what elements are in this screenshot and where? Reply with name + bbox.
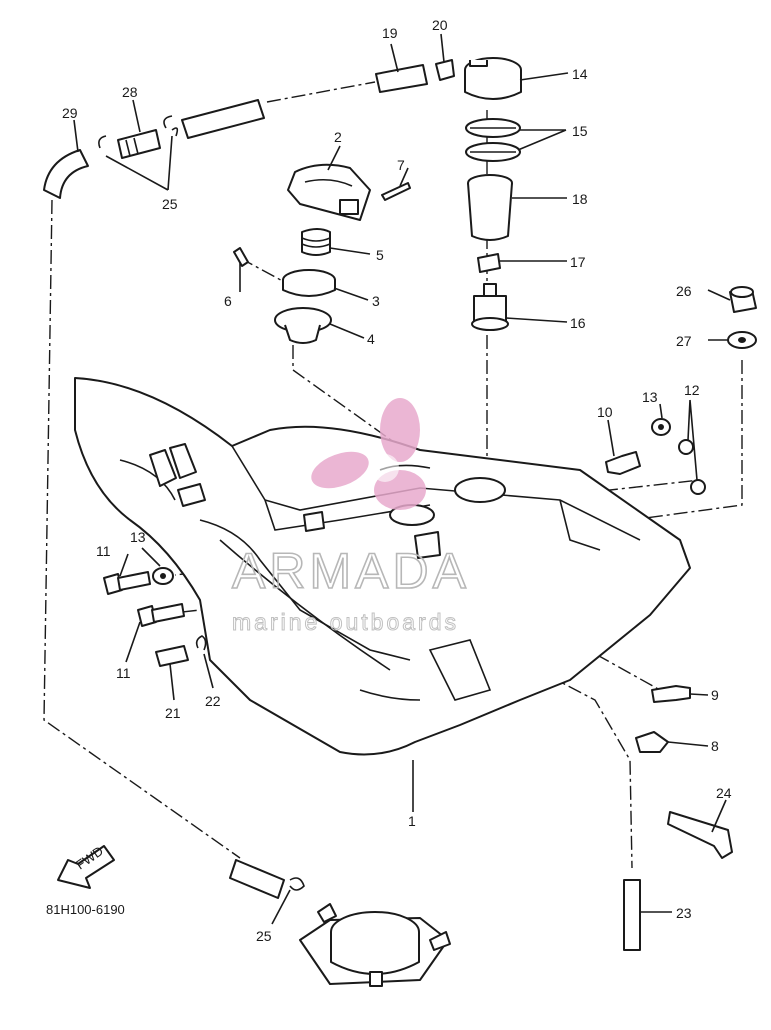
part-20-clamp xyxy=(435,59,455,81)
callout-13-right: 13 xyxy=(642,389,658,405)
callout-25-bottom: 25 xyxy=(256,928,272,944)
callout-19: 19 xyxy=(382,25,398,41)
part-7-pin xyxy=(381,182,411,201)
part-26-nut xyxy=(729,286,757,313)
part-4-gasket xyxy=(274,307,332,344)
part-2-filler-cap xyxy=(287,163,371,221)
callout-7: 7 xyxy=(397,157,405,173)
part-13-washer-right xyxy=(651,418,671,436)
callout-6: 6 xyxy=(224,293,232,309)
part-11-bolt-lower xyxy=(137,603,185,627)
part-18-sender-tube xyxy=(467,174,513,241)
callout-8: 8 xyxy=(711,738,719,754)
callout-20: 20 xyxy=(432,17,448,33)
lower-fuel-hose xyxy=(229,859,285,899)
part-19-hose xyxy=(375,64,428,93)
callout-29: 29 xyxy=(62,105,78,121)
fwd-arrow-icon: FWD xyxy=(57,843,115,889)
callout-3: 3 xyxy=(372,293,380,309)
callout-16: 16 xyxy=(570,315,586,331)
lower-fuel-joint xyxy=(299,903,451,987)
part-12-nuts xyxy=(678,439,706,495)
part-25-clip-lower xyxy=(289,877,305,891)
callout-4: 4 xyxy=(367,331,375,347)
armada-logo-icon xyxy=(311,398,426,510)
callout-28: 28 xyxy=(122,84,138,100)
upper-fuel-hose xyxy=(181,99,265,139)
callout-12: 12 xyxy=(684,382,700,398)
callout-11-lower: 11 xyxy=(116,665,131,681)
part-10-bracket xyxy=(605,451,641,475)
part-16-float xyxy=(471,283,509,331)
callout-18: 18 xyxy=(572,191,588,207)
watermark: ARMADA marine outboards xyxy=(231,398,470,636)
callout-1: 1 xyxy=(408,813,416,829)
part-23-hose xyxy=(623,879,641,951)
part-22-clip xyxy=(195,635,207,651)
part-17-clip xyxy=(477,253,501,273)
part-28-joint xyxy=(117,129,161,159)
part-27-washer xyxy=(727,331,757,349)
drawing-number: 81H100-6190 xyxy=(46,902,125,917)
watermark-brand: ARMADA xyxy=(232,543,470,599)
callout-22: 22 xyxy=(205,693,221,709)
part-15-gaskets xyxy=(465,118,521,162)
callout-10: 10 xyxy=(597,404,613,420)
part-24-strap xyxy=(667,811,733,859)
callout-9: 9 xyxy=(711,687,719,703)
part-5-spring xyxy=(301,228,331,256)
part-13-washer-left xyxy=(152,567,174,585)
part-3-ring xyxy=(282,269,336,297)
callout-5: 5 xyxy=(376,247,384,263)
callout-24: 24 xyxy=(716,785,732,801)
part-9-fitting xyxy=(651,685,691,703)
callout-13-left: 13 xyxy=(130,529,146,545)
callout-17: 17 xyxy=(570,254,586,270)
callout-15: 15 xyxy=(572,123,588,139)
callout-26: 26 xyxy=(676,283,692,299)
callout-11-upper: 11 xyxy=(96,543,111,559)
part-11-bolt-upper xyxy=(103,571,151,595)
part-6-pin xyxy=(233,247,249,267)
part-29-hose xyxy=(43,149,89,199)
callout-2: 2 xyxy=(334,129,342,145)
part-14-sender-cap xyxy=(464,57,522,100)
watermark-tagline: marine outboards xyxy=(232,609,459,635)
part-8-cap xyxy=(635,731,669,753)
callout-21: 21 xyxy=(165,705,181,721)
part-25-clips-upper xyxy=(98,115,179,149)
callout-14: 14 xyxy=(572,66,588,82)
callout-25-top: 25 xyxy=(162,196,178,212)
leader-lines xyxy=(73,33,731,925)
callout-labels: 2 7 5 3 4 6 14 15 18 17 16 19 20 28 29 2… xyxy=(46,17,732,944)
part-21-hose xyxy=(155,645,189,667)
callout-23: 23 xyxy=(676,905,692,921)
callout-27: 27 xyxy=(676,333,692,349)
